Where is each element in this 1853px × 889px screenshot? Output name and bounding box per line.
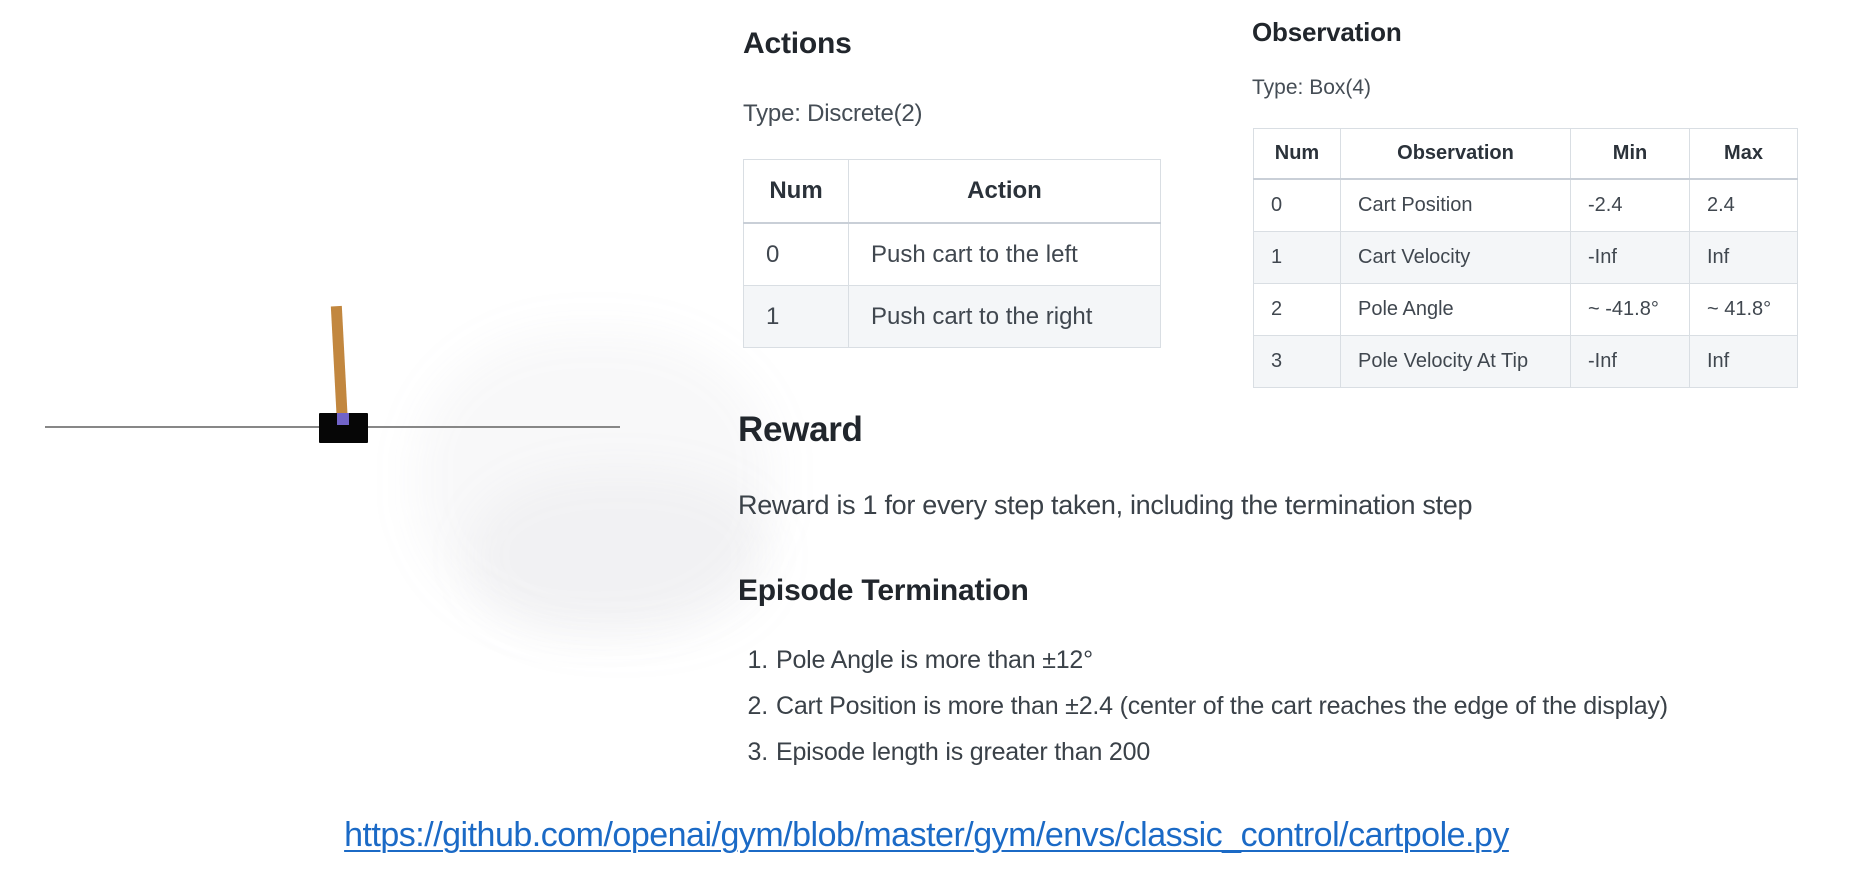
list-item: 3. Episode length is greater than 200 (738, 729, 1668, 775)
observation-cell-num: 0 (1253, 178, 1341, 232)
actions-cell-action: Push cart to the left (848, 222, 1161, 286)
observation-cell-name: Cart Velocity (1340, 231, 1571, 284)
table-row: 0 Cart Position -2.4 2.4 (1253, 178, 1798, 232)
actions-cell-num: 0 (743, 222, 849, 286)
table-row: 1 Cart Velocity -Inf Inf (1253, 231, 1798, 284)
actions-table-header-row: Num Action (743, 159, 1161, 224)
table-row: 2 Pole Angle ~ -41.8° ~ 41.8° (1253, 283, 1798, 336)
observation-header-observation: Observation (1340, 128, 1571, 180)
observation-cell-num: 3 (1253, 335, 1341, 388)
observation-cell-min: -Inf (1570, 335, 1690, 388)
observation-cell-num: 1 (1253, 231, 1341, 284)
reward-text: Reward is 1 for every step taken, includ… (738, 490, 1473, 520)
observation-cell-name: Pole Velocity At Tip (1340, 335, 1571, 388)
observation-cell-max: Inf (1689, 335, 1798, 388)
observation-cell-max: ~ 41.8° (1689, 283, 1798, 336)
actions-cell-num: 1 (743, 285, 849, 348)
observation-cell-min: -Inf (1570, 231, 1690, 284)
actions-header-action: Action (848, 159, 1161, 224)
actions-header-num: Num (743, 159, 849, 224)
observation-header-max: Max (1689, 128, 1798, 180)
observation-cell-name: Pole Angle (1340, 283, 1571, 336)
reward-section-title: Reward (738, 410, 863, 449)
background-artifact (415, 330, 775, 630)
observation-section-title: Observation (1252, 17, 1402, 47)
observation-header-min: Min (1570, 128, 1690, 180)
cartpole-axle (337, 413, 349, 425)
table-row: 1 Push cart to the right (743, 285, 1161, 348)
episode-termination-list: 1. Pole Angle is more than ±12° 2. Cart … (738, 637, 1668, 775)
observation-type-label: Type: Box(4) (1252, 76, 1372, 99)
list-item-number: 2. (747, 691, 769, 720)
observation-cell-min: -2.4 (1570, 178, 1690, 232)
actions-table: Num Action 0 Push cart to the left 1 Pus… (743, 159, 1161, 348)
observation-header-num: Num (1253, 128, 1341, 180)
actions-section-title: Actions (743, 27, 852, 60)
list-item-text: Episode length is greater than 200 (776, 737, 1151, 766)
list-item-number: 3. (747, 737, 769, 766)
actions-cell-action: Push cart to the right (848, 285, 1161, 348)
github-cartpole-link[interactable]: https://github.com/openai/gym/blob/maste… (344, 816, 1509, 854)
table-row: 3 Pole Velocity At Tip -Inf Inf (1253, 335, 1798, 388)
observation-cell-max: Inf (1689, 231, 1798, 284)
observation-cell-name: Cart Position (1340, 178, 1571, 232)
list-item-number: 1. (747, 645, 769, 674)
cartpole-pole (330, 305, 348, 425)
list-item-text: Pole Angle is more than ±12° (776, 645, 1093, 674)
actions-type-label: Type: Discrete(2) (743, 100, 923, 127)
observation-cell-num: 2 (1253, 283, 1341, 336)
observation-cell-max: 2.4 (1689, 178, 1798, 232)
list-item: 2. Cart Position is more than ±2.4 (cent… (738, 683, 1668, 729)
episode-termination-title: Episode Termination (738, 574, 1029, 607)
observation-table: Num Observation Min Max 0 Cart Position … (1253, 128, 1798, 388)
source-link-line: https://github.com/openai/gym/blob/maste… (0, 816, 1853, 855)
observation-table-header-row: Num Observation Min Max (1253, 128, 1798, 180)
observation-cell-min: ~ -41.8° (1570, 283, 1690, 336)
list-item-text: Cart Position is more than ±2.4 (center … (776, 691, 1668, 720)
table-row: 0 Push cart to the left (743, 222, 1161, 286)
background-artifact (470, 470, 770, 640)
list-item: 1. Pole Angle is more than ±12° (738, 637, 1668, 683)
